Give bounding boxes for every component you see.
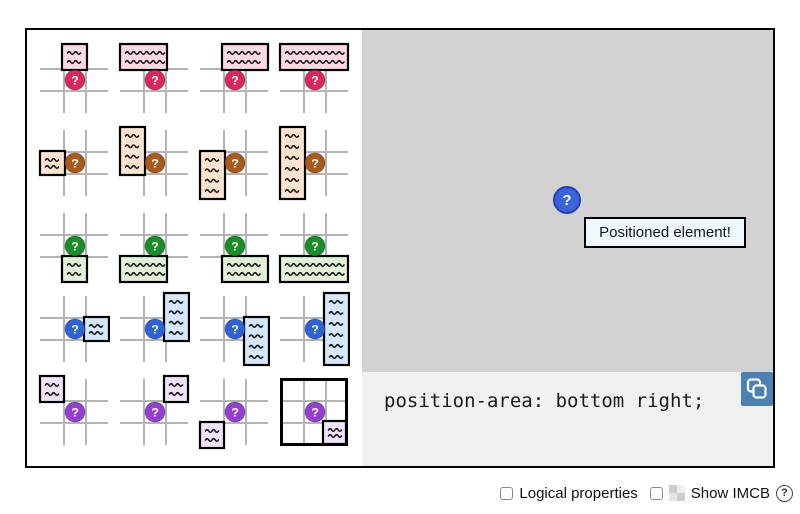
option-thumbnail-svg: ? [200, 296, 270, 367]
option-thumbnail-svg: ? [120, 374, 190, 445]
position-area-option-right-span-top[interactable]: ? [118, 288, 190, 368]
svg-text:?: ? [151, 322, 158, 336]
positioned-element: Positioned element! [584, 217, 746, 248]
option-thumbnail-svg: ? [40, 296, 110, 362]
copy-button[interactable] [741, 372, 773, 406]
svg-text:?: ? [311, 73, 318, 87]
position-area-option-top[interactable]: ? [38, 39, 110, 119]
position-area-option-top-span-all[interactable]: ? [278, 39, 350, 119]
svg-text:?: ? [151, 239, 158, 253]
logical-properties-checkbox[interactable] [500, 486, 514, 500]
option-thumbnail-svg: ? [200, 42, 270, 113]
position-area-demo: ???????????????????? ? Positioned elemen… [25, 28, 775, 468]
svg-text:?: ? [231, 239, 238, 253]
position-area-option-right-span-bottom[interactable]: ? [198, 288, 270, 368]
option-thumbnail-svg: ? [200, 213, 270, 284]
position-area-option-right-span-all[interactable]: ? [278, 288, 350, 368]
option-thumbnail-svg: ? [280, 291, 350, 367]
code-output: position-area: bottom right; [384, 390, 705, 412]
position-area-option-left-span-top[interactable]: ? [118, 122, 190, 202]
options-bar: Logical properties Show IMCB ? [500, 482, 793, 504]
position-area-option-left-span-all[interactable]: ? [278, 122, 350, 202]
anchor-element: ? [553, 186, 581, 214]
svg-text:?: ? [231, 73, 238, 87]
option-thumbnail-svg: ? [198, 379, 268, 450]
svg-text:?: ? [231, 322, 238, 336]
imcb-color-swatch [668, 485, 685, 501]
code-output-panel: position-area: bottom right; [362, 372, 773, 466]
option-thumbnail-svg: ? [38, 374, 108, 445]
option-thumbnail-svg: ? [118, 125, 188, 196]
position-area-option-top-right[interactable]: ? [118, 371, 190, 451]
option-thumbnail-svg: ? [118, 42, 188, 113]
option-thumbnail-svg: ? [38, 130, 108, 196]
option-thumbnail-svg: ? [278, 125, 348, 201]
svg-text:?: ? [71, 156, 78, 170]
position-area-option-left[interactable]: ? [38, 122, 110, 202]
position-area-option-bottom[interactable]: ? [38, 205, 110, 285]
svg-text:?: ? [311, 322, 318, 336]
position-area-option-right[interactable]: ? [38, 288, 110, 368]
demo-right-side: ? Positioned element! position-area: bot… [362, 30, 773, 466]
position-area-option-top-span-right[interactable]: ? [198, 39, 270, 119]
option-thumbnail-svg: ? [278, 42, 350, 113]
svg-text:?: ? [231, 405, 238, 419]
position-area-option-left-span-bottom[interactable]: ? [198, 122, 270, 202]
svg-text:?: ? [151, 405, 158, 419]
copy-icon [746, 378, 767, 399]
position-area-option-top-span-left[interactable]: ? [118, 39, 190, 119]
option-thumbnail-svg: ? [40, 213, 108, 284]
option-thumbnail-svg: ? [198, 130, 268, 201]
show-imcb-label: Show IMCB [690, 484, 770, 502]
position-area-option-bottom-right[interactable]: ? [278, 371, 350, 451]
option-thumbnail-svg: ? [278, 213, 350, 284]
option-thumbnail-svg: ? [40, 42, 108, 113]
svg-text:?: ? [231, 156, 238, 170]
svg-text:?: ? [71, 405, 78, 419]
help-icon[interactable]: ? [776, 484, 793, 502]
position-area-picker: ???????????????????? [27, 30, 362, 466]
svg-text:?: ? [151, 73, 158, 87]
option-thumbnail-svg: ? [280, 378, 348, 446]
option-thumbnail-svg: ? [118, 213, 188, 284]
logical-properties-label: Logical properties [519, 484, 638, 502]
position-area-option-bottom-span-all[interactable]: ? [278, 205, 350, 285]
show-imcb-checkbox[interactable] [649, 486, 663, 500]
option-thumbnail-svg: ? [120, 291, 190, 362]
position-area-option-top-left[interactable]: ? [38, 371, 110, 451]
svg-text:?: ? [151, 156, 158, 170]
svg-text:?: ? [71, 73, 78, 87]
position-area-option-bottom-span-right[interactable]: ? [198, 205, 270, 285]
svg-text:?: ? [71, 322, 78, 336]
anchor-question-glyph: ? [562, 191, 572, 209]
svg-text:?: ? [311, 156, 318, 170]
svg-text:?: ? [71, 239, 78, 253]
preview-panel: ? Positioned element! [362, 30, 773, 372]
svg-text:?: ? [311, 405, 318, 419]
position-area-option-bottom-span-left[interactable]: ? [118, 205, 190, 285]
position-area-option-bottom-left[interactable]: ? [198, 371, 270, 451]
svg-text:?: ? [311, 239, 318, 253]
